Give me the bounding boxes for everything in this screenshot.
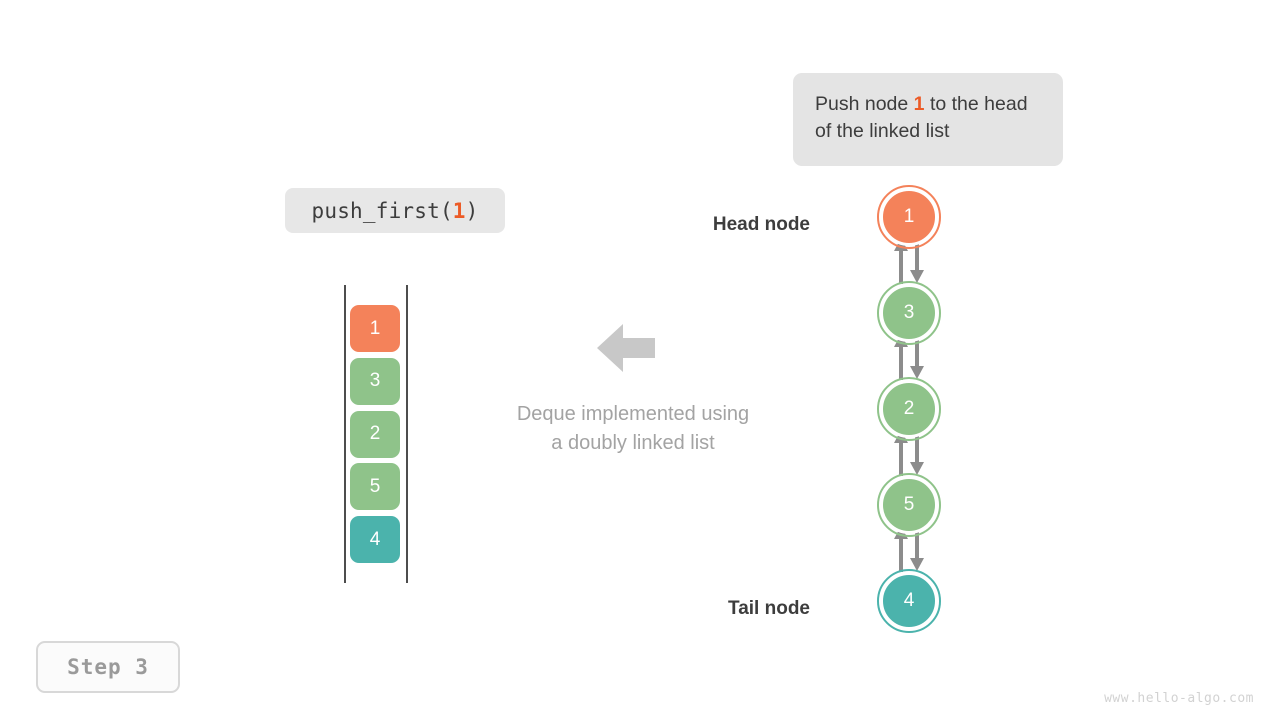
caption-highlight-value: 1	[913, 93, 925, 115]
site-watermark: www.hello-algo.com	[1104, 691, 1254, 706]
push-caption-text: Push node 1 to the head of the linked li…	[815, 91, 1041, 145]
operation-code-text: push_first(1)	[312, 199, 479, 223]
deque-array-column: 1 3 2 5 4	[344, 285, 410, 585]
push-caption-bubble: Push node 1 to the head of the linked li…	[793, 73, 1063, 166]
linked-list-node-ring	[877, 473, 941, 537]
stack-cell: 4	[350, 516, 400, 564]
linked-list-node: 3	[880, 284, 938, 342]
caption-text-before: Push node	[815, 93, 914, 115]
linked-list-node: 4	[880, 572, 938, 630]
linked-list-node: 1	[880, 188, 938, 246]
linked-list-node: 5	[880, 476, 938, 534]
step-badge: Step 3	[36, 641, 180, 693]
deque-description: Deque implemented using a doubly linked …	[433, 400, 833, 458]
operation-code-chip: push_first(1)	[285, 188, 505, 233]
description-line-1: Deque implemented using	[516, 403, 750, 425]
caption-text-after: to the head of the linked list	[815, 93, 1028, 142]
left-flow-arrow-icon	[597, 322, 655, 374]
head-node-label: Head node	[712, 214, 810, 235]
stack-cell: 1	[350, 305, 400, 352]
linked-list-node: 2	[880, 380, 938, 438]
tail-node-label: Tail node	[728, 598, 810, 619]
stack-cell: 5	[350, 463, 400, 511]
code-argument: 1	[452, 198, 466, 223]
code-prefix: push_first(	[311, 198, 453, 223]
stack-cell: 3	[350, 357, 400, 405]
linked-list-node-ring	[877, 377, 941, 441]
step-badge-label: Step 3	[67, 655, 149, 679]
linked-list-node-ring	[877, 569, 941, 633]
stack-rail-left	[344, 285, 346, 583]
code-suffix: )	[465, 198, 479, 223]
stack-cell: 2	[350, 410, 400, 458]
description-line-2: a doubly linked list	[551, 432, 715, 454]
stack-rail-right	[406, 285, 408, 583]
linked-list-node-ring	[877, 281, 941, 345]
linked-list-node-ring	[877, 185, 941, 249]
doubly-linked-list: 1 3 2 5 4	[877, 185, 962, 644]
